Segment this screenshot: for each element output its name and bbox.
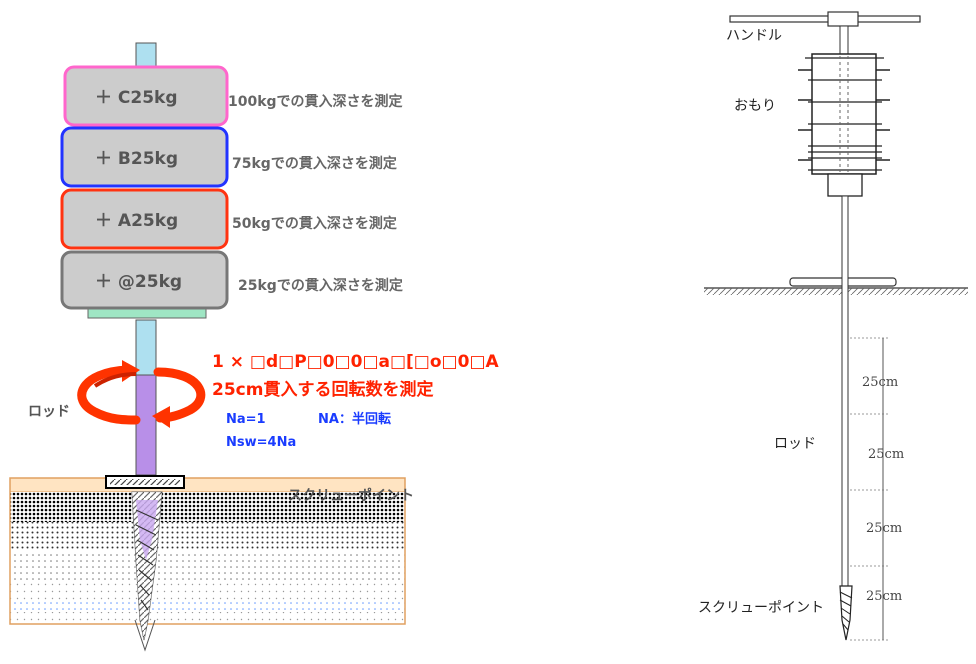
screw-point-icon-right xyxy=(839,585,853,641)
weight-b-label: ＋ B25kg xyxy=(95,149,178,169)
weight-c-label: ＋ C25kg xyxy=(95,88,178,108)
dimension-label-2: 25cm xyxy=(868,447,904,462)
weight-base-label: ＋ @25kg xyxy=(95,272,182,292)
dimension-lines xyxy=(850,337,890,641)
rod-middle xyxy=(135,319,157,376)
weight-c: ＋ C25kg 100kgでの貫入深さを測定 xyxy=(63,65,403,127)
rod xyxy=(841,195,849,587)
weight-c-desc: 100kgでの貫入深さを測定 xyxy=(228,93,403,110)
left-diagram: ＋ C25kg 100kgでの貫入深さを測定 ＋ B25kg 75kgでの貫入深… xyxy=(9,42,500,652)
weight-label: おもり xyxy=(734,98,776,114)
na-definition: Na=1 xyxy=(226,412,266,427)
weight-b: ＋ B25kg 75kgでの貫入深さを測定 xyxy=(60,126,397,188)
dimension-label-1: 25cm xyxy=(862,375,898,390)
weights-stack xyxy=(798,53,890,175)
weight-a-desc: 50kgでの貫入深さを測定 xyxy=(232,215,397,232)
rod-lower xyxy=(135,374,157,476)
ground-line xyxy=(704,287,968,295)
na-half-rotation: NA：半回転 xyxy=(318,411,391,427)
lower-block xyxy=(827,173,863,197)
rod-label: ロッド xyxy=(28,404,70,420)
weight-base-desc: 25kgでの貫入深さを測定 xyxy=(238,277,403,294)
weight-a: ＋ A25kg 50kgでの貫入深さを測定 xyxy=(60,188,397,250)
left-diagram-svg: ＋ C25kg 100kgでの貫入深さを測定 ＋ B25kg 75kgでの貫入深… xyxy=(9,42,500,652)
handle-label: ハンドル xyxy=(726,28,782,44)
rotation-arrow-icon xyxy=(77,360,206,428)
rotation-count-desc: 25cm貫入する回転数を測定 xyxy=(212,379,433,400)
dimension-label-3: 25cm xyxy=(866,521,902,536)
handle-icon xyxy=(729,11,921,27)
weight-a-label: ＋ A25kg xyxy=(95,211,178,231)
right-diagram: ハンドル おもり ロッド スクリューポイン xyxy=(690,0,976,660)
nsw-formula: Nsw=4Na xyxy=(226,435,296,450)
weight-base: ＋ @25kg 25kgでの貫入深さを測定 xyxy=(60,250,403,310)
dimension-label-4: 25cm xyxy=(866,589,902,604)
right-diagram-svg: ハンドル おもり ロッド スクリューポイン xyxy=(698,11,968,641)
screw-point-label: スクリューポイント xyxy=(288,487,414,504)
rotation-count-title: 1 × □d□P□0□0□a□[□o□0□A xyxy=(212,352,500,372)
rod-label-right: ロッド xyxy=(774,436,816,452)
weight-b-desc: 75kgでの貫入深さを測定 xyxy=(232,155,397,172)
screw-point-icon xyxy=(131,491,163,641)
screw-point-label-right: スクリューポイント xyxy=(698,600,824,616)
